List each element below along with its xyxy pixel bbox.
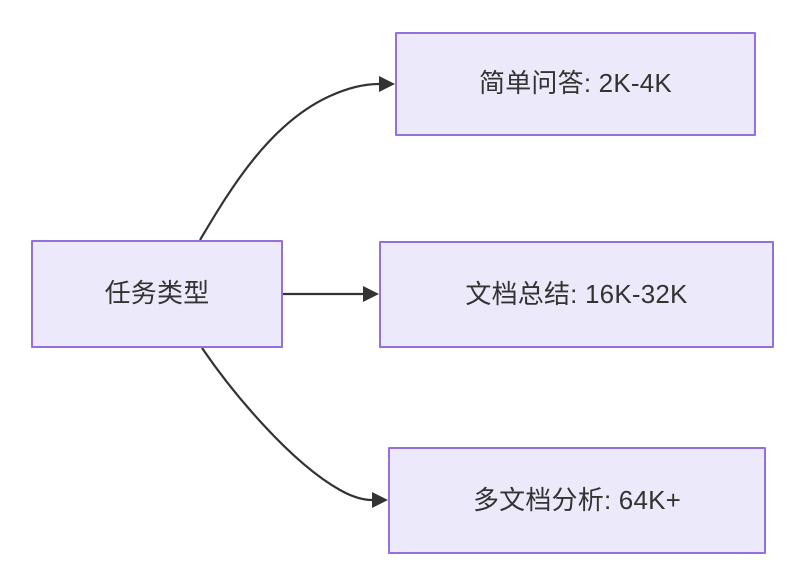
node-doc-summary-label: 文档总结: 16K-32K xyxy=(465,278,688,309)
arrowhead-multi-doc xyxy=(372,492,388,508)
node-multi-doc[interactable]: 多文档分析: 64K+ xyxy=(388,447,766,554)
arrowhead-simple-qa xyxy=(379,76,395,92)
edge-root-to-simple-qa xyxy=(199,76,395,241)
node-simple-qa-label: 简单问答: 2K-4K xyxy=(479,68,672,99)
node-simple-qa[interactable]: 简单问答: 2K-4K xyxy=(395,32,756,136)
edge-path-root-simple-qa xyxy=(199,82,380,241)
edge-path-root-multi-doc xyxy=(201,347,373,502)
edge-root-to-multi-doc xyxy=(201,347,388,508)
node-doc-summary[interactable]: 文档总结: 16K-32K xyxy=(379,241,774,348)
node-task-type-label: 任务类型 xyxy=(104,278,210,309)
node-task-type[interactable]: 任务类型 xyxy=(31,240,283,348)
arrowhead-doc-summary xyxy=(363,286,379,302)
edge-root-to-doc-summary xyxy=(283,286,379,302)
node-multi-doc-label: 多文档分析: 64K+ xyxy=(472,484,682,515)
